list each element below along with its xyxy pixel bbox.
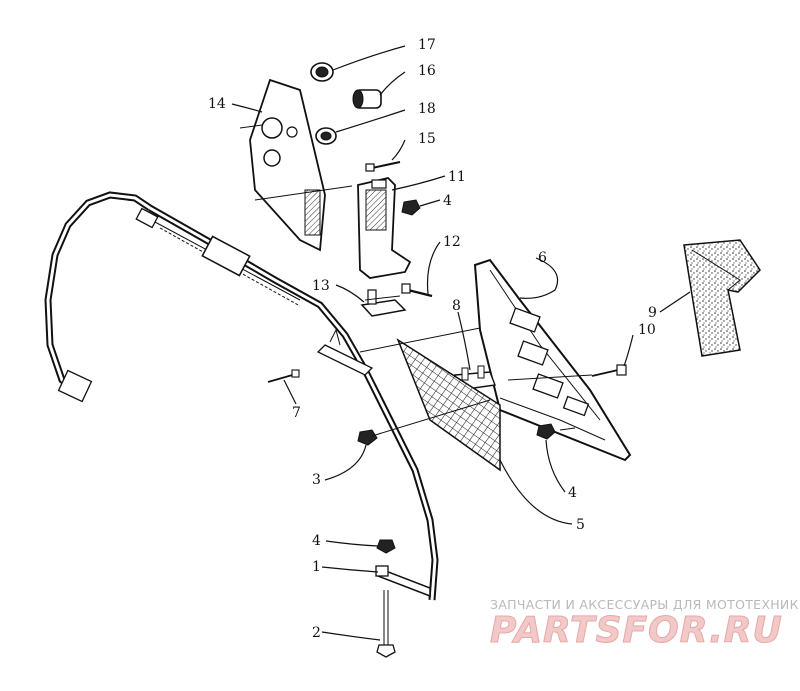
cap-17 — [310, 62, 334, 82]
callout-10: 10 — [638, 322, 656, 338]
mount-plate-14 — [249, 78, 326, 252]
callout-13: 13 — [312, 278, 330, 294]
watermark: ЗАПЧАСТИ И АКСЕССУАРЫ ДЛЯ МОТОТЕХНИКИ PA… — [490, 597, 800, 652]
callout-4-upper: 4 — [443, 193, 452, 209]
callout-17: 17 — [418, 37, 436, 53]
screw-10 — [591, 364, 627, 377]
plate-13 — [360, 289, 407, 317]
callout-16: 16 — [418, 63, 436, 79]
callout-8: 8 — [452, 298, 461, 314]
callout-5: 5 — [576, 517, 585, 533]
callout-4-middle: 4 — [568, 485, 577, 501]
callout-7: 7 — [292, 405, 301, 421]
callout-14: 14 — [208, 96, 226, 112]
mesh-screen-5 — [396, 338, 501, 472]
callout-4-lower: 4 — [312, 533, 321, 549]
callout-6: 6 — [538, 250, 547, 266]
callout-3: 3 — [312, 472, 321, 488]
leader-lines — [231, 45, 691, 641]
callout-12: 12 — [443, 234, 461, 250]
watermark-brand: PARTSFOR.RU — [490, 610, 783, 651]
bushing-16 — [352, 89, 382, 109]
grommet-18 — [315, 127, 337, 145]
bumper-bar — [44, 191, 439, 601]
nut-4-middle — [536, 423, 556, 440]
lower-bracket — [375, 539, 431, 658]
nut-4-upper — [401, 199, 421, 216]
pin-7 — [267, 369, 300, 383]
callout-11: 11 — [448, 169, 466, 185]
bolt-12 — [401, 283, 433, 298]
alignment-lines — [239, 124, 593, 437]
callout-18: 18 — [418, 101, 436, 117]
foam-pad-9 — [683, 239, 761, 357]
callout-2: 2 — [312, 625, 321, 641]
callout-1: 1 — [312, 559, 321, 575]
nut-3 — [357, 429, 378, 446]
callout-labels: 17 16 18 15 14 11 4 12 13 6 8 9 10 7 3 4… — [208, 37, 657, 641]
watermark-tagline: ЗАПЧАСТИ И АКСЕССУАРЫ ДЛЯ МОТОТЕХНИКИ — [490, 597, 800, 612]
callout-15: 15 — [418, 131, 436, 147]
pin-15 — [365, 161, 401, 172]
side-panel-6 — [473, 258, 632, 462]
bracket-11 — [357, 177, 412, 279]
callout-9: 9 — [648, 305, 657, 321]
